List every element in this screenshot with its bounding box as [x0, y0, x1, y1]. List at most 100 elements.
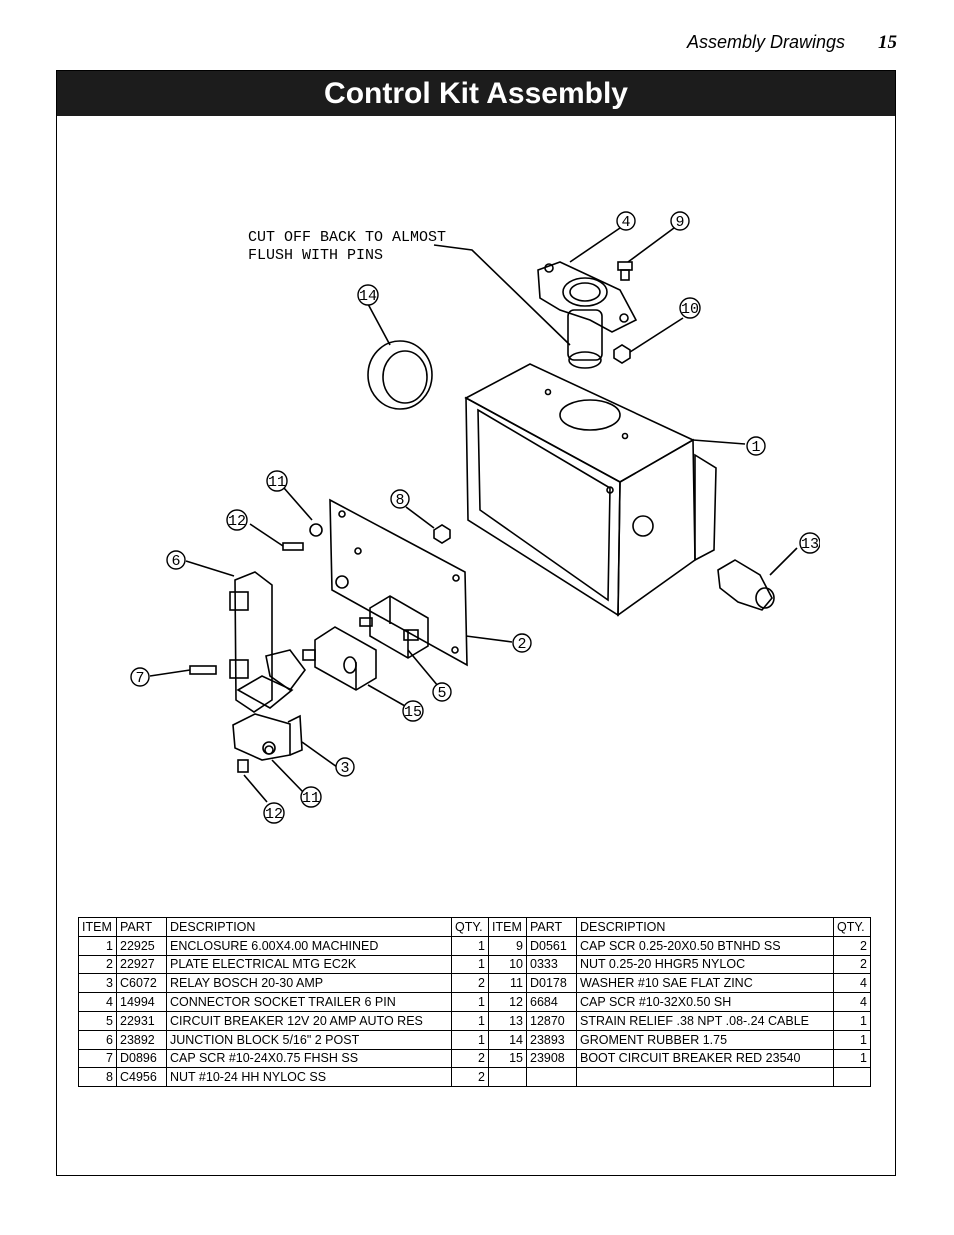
table-cell: 0333 — [526, 954, 577, 975]
table-cell: 1 — [78, 935, 117, 956]
callout-11-upper: 11 — [266, 470, 288, 492]
svg-text:3: 3 — [340, 760, 349, 777]
col-header-part-2: PART — [526, 917, 577, 937]
section-name: Assembly Drawings — [686, 32, 845, 52]
col-header-item-2: ITEM — [488, 917, 527, 937]
callout-15: 15 — [402, 700, 424, 722]
table-cell: 2 — [833, 935, 871, 956]
col-header-description: DESCRIPTION — [166, 917, 452, 937]
callout-13: 13 — [799, 532, 820, 554]
table-cell: JUNCTION BLOCK 5/16" 2 POST — [166, 1029, 452, 1050]
svg-text:12: 12 — [265, 806, 283, 823]
table-cell: 10 — [488, 954, 527, 975]
callout-12-lower: 12 — [263, 802, 285, 824]
table-cell: 4 — [78, 992, 117, 1012]
col-header-part: PART — [116, 917, 167, 937]
table-cell: D0561 — [526, 935, 577, 956]
table-cell: 7 — [78, 1048, 117, 1069]
callout-7: 7 — [130, 667, 150, 687]
table-cell: 1 — [833, 1048, 871, 1069]
table-cell: C4956 — [116, 1067, 167, 1088]
junction-block-part — [229, 571, 273, 713]
table-cell — [526, 1067, 577, 1088]
svg-text:12: 12 — [228, 513, 246, 530]
callout-11-lower: 11 — [300, 786, 322, 808]
svg-text:1: 1 — [751, 439, 760, 456]
table-cell: CONNECTOR SOCKET TRAILER 6 PIN — [166, 992, 452, 1012]
enclosure-part — [464, 363, 717, 617]
table-cell: 2 — [78, 954, 117, 975]
table-cell — [833, 1067, 871, 1088]
table-cell — [488, 1067, 527, 1088]
table-cell — [576, 1067, 834, 1088]
assembly-drawing: CUT OFF BACK TO ALMOST FLUSH WITH PINS — [130, 211, 820, 824]
col-header-item: ITEM — [78, 917, 117, 937]
table-cell: 6 — [78, 1029, 117, 1050]
table-cell: D0896 — [116, 1048, 167, 1069]
table-cell: 1 — [833, 1010, 871, 1031]
callout-6: 6 — [166, 550, 186, 570]
table-cell: 23908 — [526, 1048, 577, 1069]
svg-text:6: 6 — [171, 553, 180, 570]
svg-text:4: 4 — [621, 214, 630, 231]
table-cell: 3 — [78, 973, 117, 994]
svg-text:13: 13 — [801, 536, 819, 553]
table-cell: 1 — [451, 992, 489, 1012]
circuit-breaker-part — [359, 595, 429, 659]
table-cell: 13 — [488, 1010, 527, 1031]
table-cell: NUT #10-24 HH NYLOC SS — [166, 1067, 452, 1088]
col-header-qty: QTY. — [451, 917, 489, 937]
table-cell: 12870 — [526, 1010, 577, 1031]
callout-5: 5 — [432, 682, 452, 702]
table-cell: BOOT CIRCUIT BREAKER RED 23540 — [576, 1048, 834, 1069]
col-header-qty-2: QTY. — [833, 917, 871, 937]
svg-text:8: 8 — [395, 492, 404, 509]
table-cell: 14994 — [116, 992, 167, 1012]
callout-10: 10 — [679, 297, 701, 319]
table-cell: 11 — [488, 973, 527, 994]
col-header-description-2: DESCRIPTION — [576, 917, 834, 937]
svg-text:9: 9 — [675, 214, 684, 231]
parts-table: ITEM PART DESCRIPTION QTY. ITEM PART DES… — [78, 917, 871, 1088]
table-cell: 1 — [451, 1010, 489, 1031]
table-cell: 2 — [451, 973, 489, 994]
callout-1: 1 — [746, 436, 766, 456]
table-cell: 1 — [451, 935, 489, 956]
svg-text:11: 11 — [302, 790, 320, 807]
table-cell: 1 — [833, 1029, 871, 1050]
table-cell: 23893 — [526, 1029, 577, 1050]
table-cell: 6684 — [526, 992, 577, 1012]
parts-table-header: ITEM PART DESCRIPTION QTY. ITEM PART DES… — [78, 917, 871, 937]
table-cell: 1 — [451, 1029, 489, 1050]
table-cell: STRAIN RELIEF .38 NPT .08-.24 CABLE — [576, 1010, 834, 1031]
table-cell: NUT 0.25-20 HHGR5 NYLOC — [576, 954, 834, 975]
svg-text:2: 2 — [517, 636, 526, 653]
callout-3: 3 — [335, 757, 355, 777]
callout-4: 4 — [616, 211, 636, 231]
table-cell: ENCLOSURE 6.00X4.00 MACHINED — [166, 935, 452, 956]
table-cell: 14 — [488, 1029, 527, 1050]
drawing-note-line1: CUT OFF BACK TO ALMOST — [248, 229, 446, 246]
table-cell: D0178 — [526, 973, 577, 994]
table-cell: 4 — [833, 973, 871, 994]
table-cell: 4 — [833, 992, 871, 1012]
table-cell: CAP SCR #10-32X0.50 SH — [576, 992, 834, 1012]
table-cell: 1 — [451, 954, 489, 975]
table-cell: 22925 — [116, 935, 167, 956]
table-cell: C6072 — [116, 973, 167, 994]
table-cell: CAP SCR #10-24X0.75 FHSH SS — [166, 1048, 452, 1069]
table-cell: 22931 — [116, 1010, 167, 1031]
svg-text:7: 7 — [135, 670, 144, 687]
svg-text:11: 11 — [268, 474, 286, 491]
table-cell: PLATE ELECTRICAL MTG EC2K — [166, 954, 452, 975]
table-cell: 9 — [488, 935, 527, 956]
table-cell: 12 — [488, 992, 527, 1012]
drawing-note-line2: FLUSH WITH PINS — [248, 247, 383, 264]
